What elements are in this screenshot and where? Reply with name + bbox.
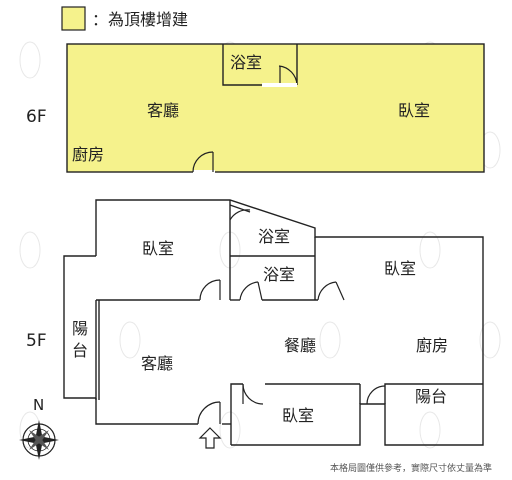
room-label-5f-living: 客廳 — [141, 354, 173, 373]
disclaimer-note: 本格局圖僅供參考，實際尺寸依丈量為準 — [330, 462, 492, 474]
room-label-5f-bedroom-nw: 臥室 — [142, 239, 174, 258]
room-label-5f-bath-upper: 浴室 — [258, 227, 290, 246]
room-label-5f-dining: 餐廳 — [284, 336, 316, 355]
door-swing-5f-bath-upper — [229, 209, 251, 221]
compass-rose-icon — [19, 420, 59, 460]
room-label-5f-bath-lower: 浴室 — [263, 265, 295, 284]
floor-6f: 6F 浴室 客廳 臥室 廚房 — [26, 43, 485, 174]
door-swing-5f-balcony-e — [366, 385, 386, 405]
room-label-5f-bedroom-ne: 臥室 — [384, 259, 416, 278]
door-swing-5f-entry — [197, 401, 221, 425]
room-label-5f-balcony-w-2: 台 — [72, 341, 88, 360]
legend-swatch — [61, 6, 86, 31]
floor-label-5f: 5F — [26, 331, 47, 351]
legend-text: ：為頂樓增建 — [92, 10, 188, 29]
room-label-6f-kitchen: 廚房 — [72, 145, 104, 164]
room-label-5f-balcony-e: 陽台 — [415, 387, 447, 406]
room-label-6f-bath: 浴室 — [230, 53, 262, 72]
floor-label-6f: 6F — [26, 107, 47, 127]
door-swing-6f-bath — [278, 65, 298, 86]
floor-5f: 5F 臥室 浴室 浴室 臥室 陽 台 客廳 餐廳 廚房 陽台 臥室 — [26, 199, 484, 449]
room-label-6f-bedroom: 臥室 — [398, 101, 430, 120]
compass: N — [19, 396, 59, 460]
entrance-arrow-icon — [198, 427, 222, 449]
door-swing-5f-bedroom-nw — [199, 279, 221, 301]
door-swing-5f-bath-lower — [239, 281, 259, 301]
door-swing-5f-bedroom-s — [242, 383, 264, 405]
room-label-5f-kitchen: 廚房 — [416, 336, 448, 355]
room-label-5f-balcony-w-1: 陽 — [72, 319, 88, 338]
compass-north-label: N — [33, 396, 44, 414]
room-label-5f-bedroom-s: 臥室 — [282, 406, 314, 425]
legend: ：為頂樓增建 — [61, 6, 188, 31]
floor-6f-area — [66, 43, 485, 173]
room-label-6f-living: 客廳 — [147, 101, 179, 120]
door-swing-5f-bedroom-ne — [317, 281, 337, 301]
door-swing-6f-entry — [192, 151, 214, 173]
